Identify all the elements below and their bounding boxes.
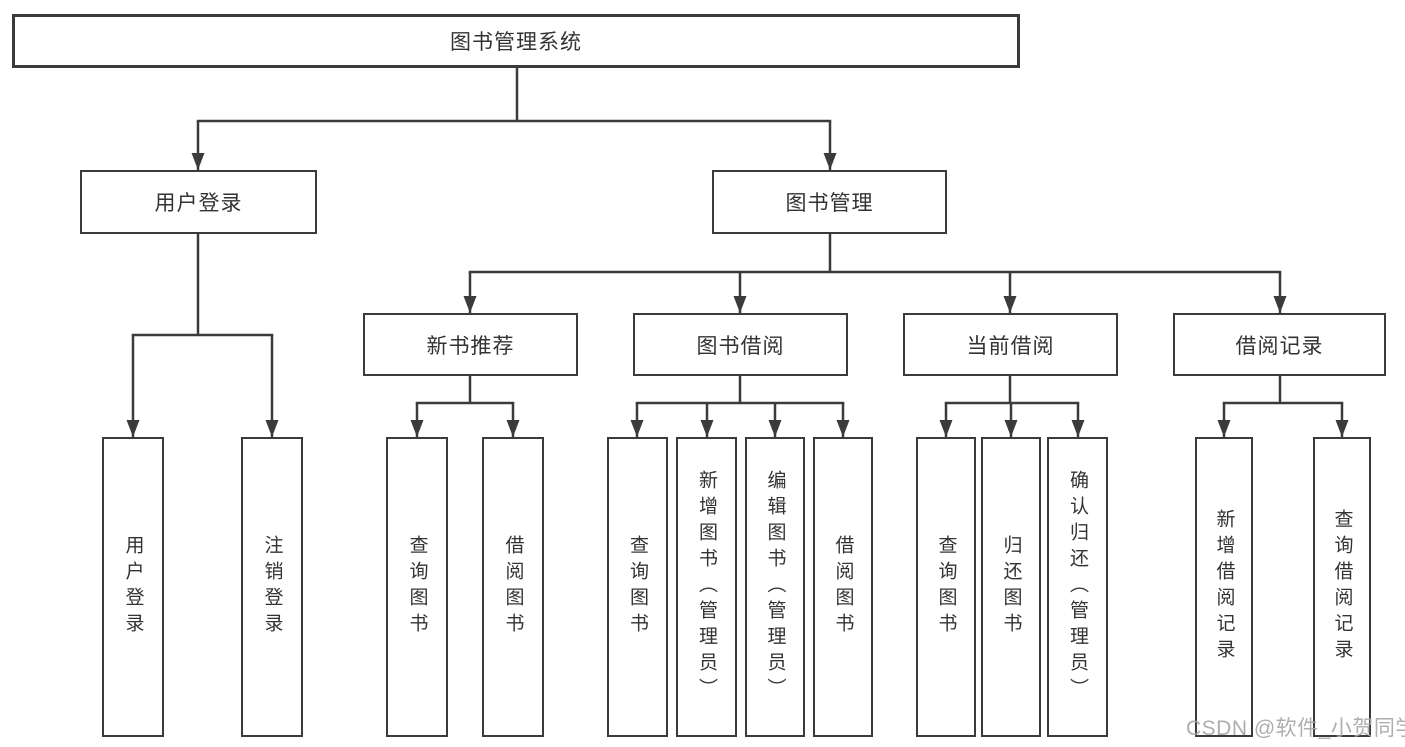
leaf-query-books-newrec: 查询图书	[386, 437, 448, 737]
leaf-add-books-admin: 新增图书（管理员）	[676, 437, 737, 737]
csdn-watermark: CSDN @软件_小贺同学	[1186, 717, 1405, 740]
leaf-add-borrow-record: 新增借阅记录	[1195, 437, 1253, 737]
leaf-add-books-admin-label: 新增图书（管理员）	[696, 470, 717, 704]
leaf-add-borrow-record-label: 新增借阅记录	[1213, 509, 1235, 665]
leaf-confirm-return-admin-label: 确认归还（管理员）	[1067, 470, 1088, 704]
node-borrowing-records-label: 借阅记录	[1235, 334, 1324, 358]
leaf-edit-books-admin-label: 编辑图书（管理员）	[764, 470, 786, 704]
leaf-query-borrow-record-label: 查询借阅记录	[1331, 509, 1353, 665]
node-current-borrowing: 当前借阅	[903, 313, 1118, 376]
leaf-query-books-current-label: 查询图书	[935, 535, 957, 639]
leaf-user-login-label: 用户登录	[122, 535, 144, 639]
node-book-management: 图书管理	[712, 170, 947, 234]
leaf-query-books-newrec-label: 查询图书	[406, 535, 428, 639]
node-book-management-label: 图书管理	[785, 192, 874, 215]
leaf-query-books-current: 查询图书	[916, 437, 976, 737]
leaf-return-books: 归还图书	[981, 437, 1041, 737]
node-book-borrowing: 图书借阅	[633, 313, 848, 376]
node-library-system: 图书管理系统	[12, 14, 1020, 68]
leaf-logout-login-label: 注销登录	[261, 535, 283, 639]
node-new-book-recommend: 新书推荐	[363, 313, 578, 376]
node-current-borrowing-label: 当前借阅	[966, 334, 1055, 358]
leaf-query-books-borrow-label: 查询图书	[627, 535, 648, 639]
leaf-return-books-label: 归还图书	[1000, 535, 1022, 639]
leaf-query-books-borrow: 查询图书	[607, 437, 668, 737]
leaf-confirm-return-admin: 确认归还（管理员）	[1047, 437, 1108, 737]
leaf-borrow-books-newrec: 借阅图书	[482, 437, 544, 737]
leaf-borrow-books-borrow: 借阅图书	[813, 437, 873, 737]
leaf-query-borrow-record: 查询借阅记录	[1313, 437, 1371, 737]
leaf-edit-books-admin: 编辑图书（管理员）	[745, 437, 805, 737]
node-library-system-label: 图书管理系统	[450, 31, 582, 54]
node-borrowing-records: 借阅记录	[1173, 313, 1386, 376]
node-book-borrowing-label: 图书借阅	[696, 334, 785, 358]
leaf-borrow-books-newrec-label: 借阅图书	[502, 535, 524, 639]
node-user-login: 用户登录	[80, 170, 317, 234]
node-new-book-recommend-label: 新书推荐	[426, 334, 515, 358]
leaf-user-login: 用户登录	[102, 437, 164, 737]
leaf-logout-login: 注销登录	[241, 437, 303, 737]
node-user-login-label: 用户登录	[154, 192, 243, 215]
leaf-borrow-books-borrow-label: 借阅图书	[832, 535, 854, 639]
